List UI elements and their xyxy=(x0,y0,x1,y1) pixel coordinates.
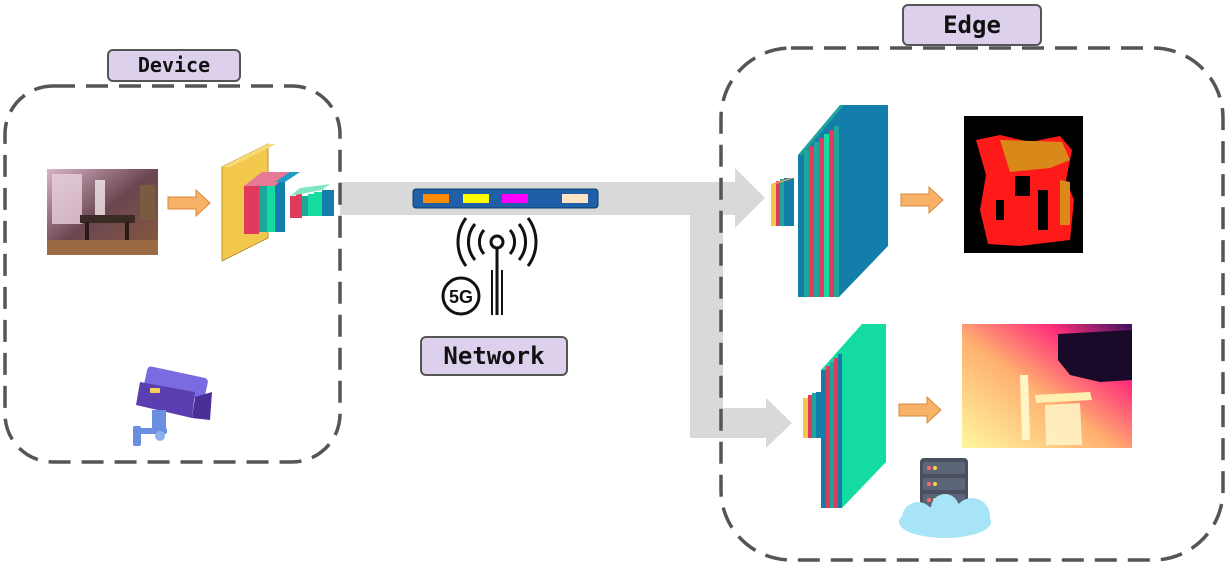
edge-label: Edge xyxy=(902,4,1042,46)
antenna-5g-icon xyxy=(441,217,538,316)
transmission-arrows xyxy=(340,168,792,448)
segmentation-network xyxy=(771,105,888,297)
packet-bar xyxy=(412,188,599,209)
packet-block-beige xyxy=(562,194,588,203)
edge-boundary xyxy=(719,46,1225,562)
packet-block-magenta xyxy=(502,194,528,203)
input-image xyxy=(47,169,158,255)
encoder-network xyxy=(221,143,334,262)
depth-network xyxy=(803,324,886,508)
packet-block-orange xyxy=(423,194,449,203)
network-label: Network xyxy=(420,336,568,376)
arrow-segmentation xyxy=(900,185,944,215)
camera-icon xyxy=(133,366,212,446)
arrow-depth xyxy=(898,395,942,425)
packet-block-yellow xyxy=(463,194,489,203)
segmentation-output xyxy=(964,116,1083,253)
server-cloud-icon xyxy=(899,458,991,538)
arrow-device xyxy=(167,188,211,218)
depth-output xyxy=(962,324,1132,448)
device-boundary xyxy=(3,84,342,464)
device-label: Device xyxy=(107,49,241,82)
fiveg-label: 5G xyxy=(449,287,473,307)
